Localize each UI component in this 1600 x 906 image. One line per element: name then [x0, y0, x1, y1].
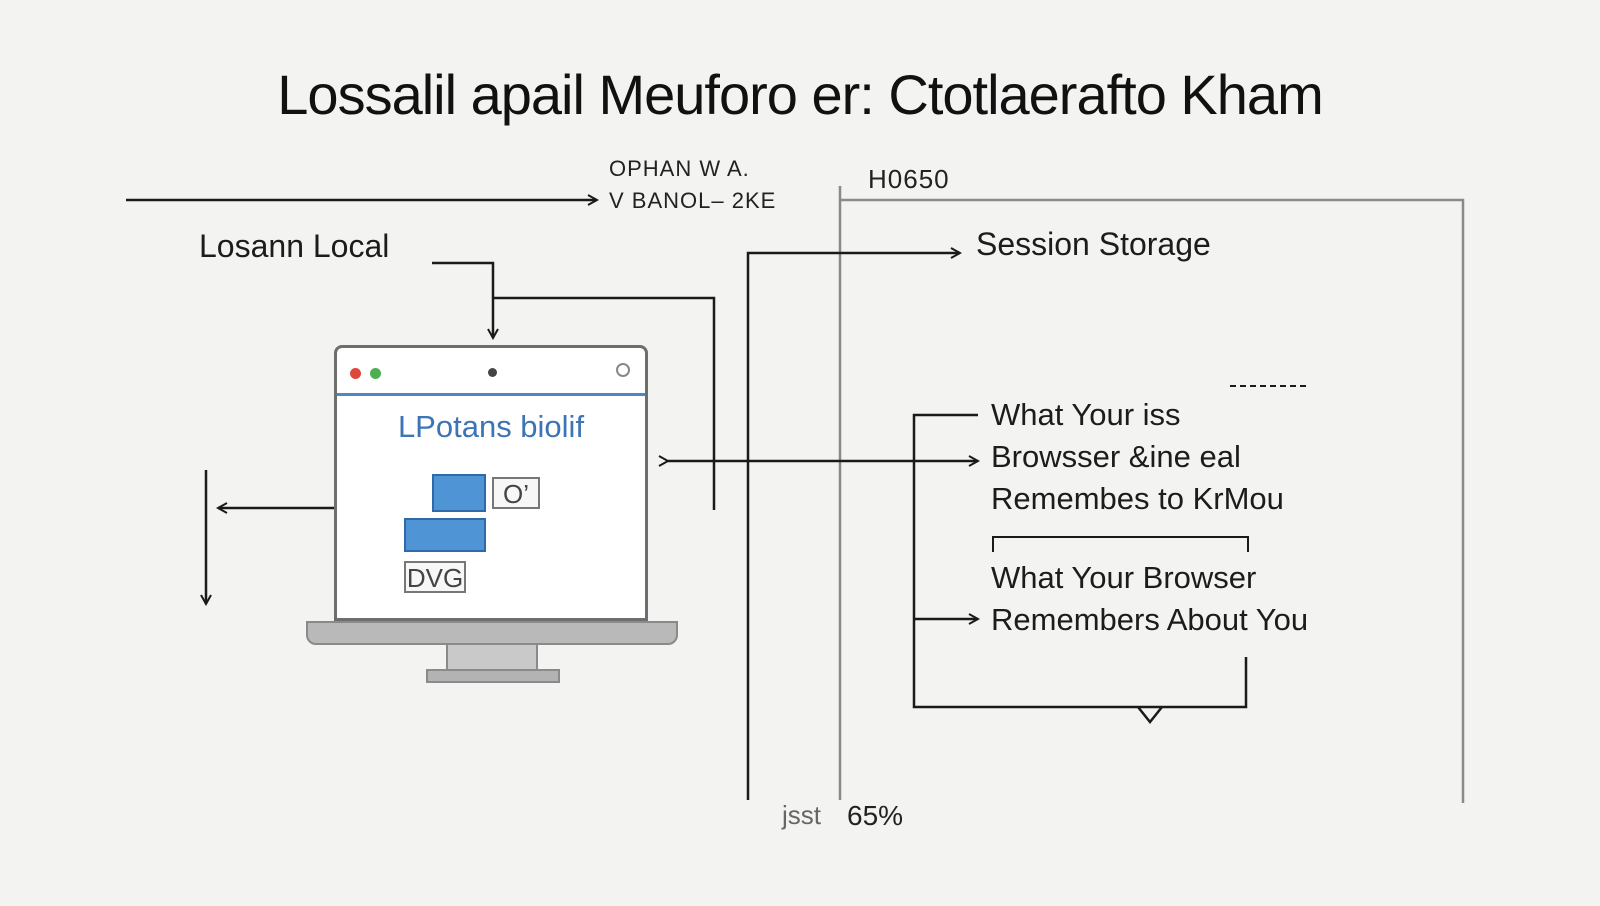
local-storage-label: Losann Local [199, 228, 390, 264]
top-label-line2: V BANOL– 2KE [609, 188, 777, 213]
blue-block-bottom [404, 518, 486, 552]
box1-line2: Browsser &ine eal [991, 439, 1241, 474]
monitor-foot [426, 669, 560, 683]
refresh-icon [616, 363, 630, 377]
right-frame-top [840, 198, 1465, 803]
session-arrow [746, 253, 960, 800]
box1-line1: What Your iss [991, 397, 1181, 432]
monitor-screen [334, 345, 648, 621]
box1-pointer [1137, 706, 1163, 725]
session-storage-label: Session Storage [976, 226, 1211, 262]
blue-block-top [432, 474, 486, 512]
green-dot-icon [370, 368, 381, 379]
box1-bracket [912, 413, 1248, 709]
box1-line3: Remembes to KrMou [991, 481, 1284, 516]
tag-bottom: DVG [404, 561, 466, 593]
monitor-stand [446, 645, 538, 671]
box2-line2: Remembers About You [991, 602, 1309, 637]
browser-toolbar [337, 348, 645, 396]
box2-line1: What Your Browser [991, 560, 1257, 595]
footer-prefix: jsst [782, 800, 821, 830]
camera-dot-icon [488, 368, 497, 377]
monitor-base [306, 621, 678, 645]
footer-percent: 65% [847, 800, 904, 831]
box2-bracket [992, 536, 1249, 552]
screen-text: LPotans biolif [397, 409, 585, 444]
tag-top: O’ [492, 477, 540, 509]
top-label-line1: OPHAN W A. [609, 156, 750, 181]
local-arrow [432, 261, 493, 338]
diagram-title: Lossalil apail Meuforo er: Ctotlaerafto … [277, 63, 1323, 126]
red-dot-icon [350, 368, 361, 379]
local-branch [493, 296, 716, 510]
top-label-right: H0650 [868, 164, 950, 194]
